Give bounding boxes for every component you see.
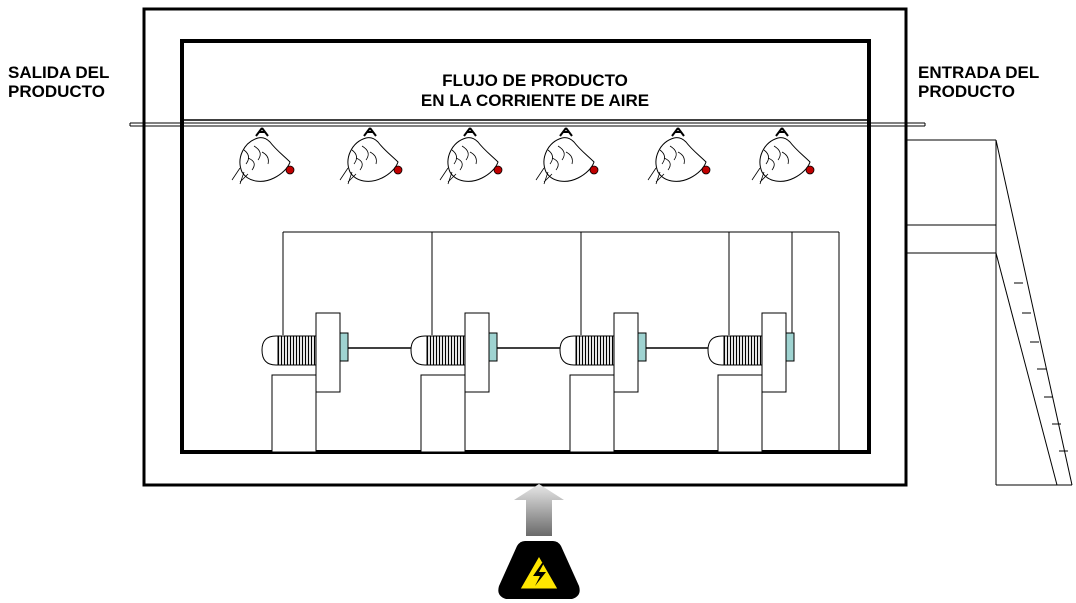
air-inflow-arrow xyxy=(514,484,564,536)
fan-unit xyxy=(261,312,349,453)
product-inlet-line-2: PRODUCTO xyxy=(918,82,1015,101)
air-plenum xyxy=(282,231,840,452)
outer-enclosure xyxy=(142,7,908,487)
product-inlet-label: ENTRADA DEL PRODUCTO xyxy=(918,63,1074,101)
inlet-platform-stairs xyxy=(906,139,1073,486)
product-chickens xyxy=(231,127,815,185)
product-outlet-label: SALIDA DEL PRODUCTO xyxy=(8,63,142,101)
overhead-rail xyxy=(129,122,926,127)
fan-unit xyxy=(559,312,647,453)
hanging-chicken-icon xyxy=(439,127,503,185)
fan-unit xyxy=(410,312,498,453)
air-flow-title-line-2: EN LA CORRIENTE DE AIRE xyxy=(420,91,650,110)
air-flow-title-line-1: FLUJO DE PRODUCTO xyxy=(442,71,628,90)
inner-chamber xyxy=(180,39,871,454)
hanging-chicken-icon xyxy=(339,127,403,185)
product-outlet-line-2: PRODUCTO xyxy=(8,82,105,101)
product-inlet-line-1: ENTRADA DEL xyxy=(918,63,1040,82)
product-outlet-line-1: SALIDA DEL xyxy=(8,63,110,82)
hanging-chicken-icon xyxy=(231,127,295,185)
high-voltage-icon xyxy=(498,541,580,599)
hanging-chicken-icon xyxy=(535,127,599,185)
air-flow-title: FLUJO DE PRODUCTO EN LA CORRIENTE DE AIR… xyxy=(300,71,770,111)
hanging-chicken-icon xyxy=(647,127,711,185)
fan-unit xyxy=(707,312,795,453)
hanging-chicken-icon xyxy=(751,127,815,185)
